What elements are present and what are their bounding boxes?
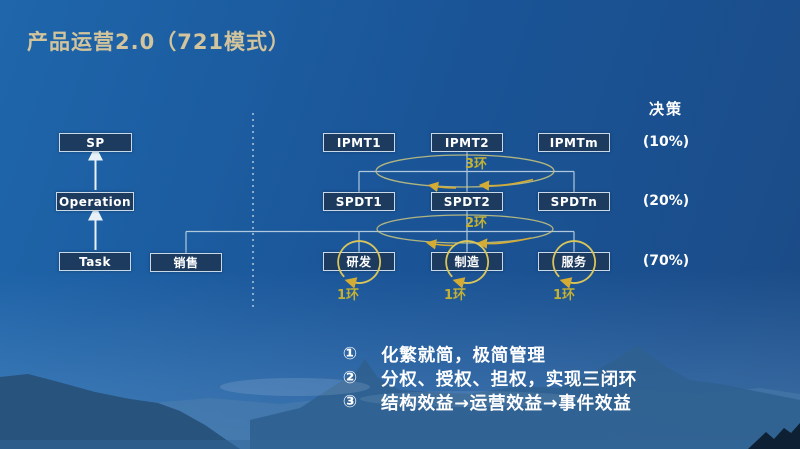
ring1-label-rnd: 1环 xyxy=(336,288,360,303)
loop-arrow-ring3-small xyxy=(427,181,457,192)
fog-streak xyxy=(220,378,370,396)
note-line-1: ① 化繁就简，极简管理 xyxy=(339,342,637,366)
loop-arrow-ring2-small xyxy=(425,239,455,250)
decision-pct-top: (10%) xyxy=(642,134,690,150)
loop-circle-mfg xyxy=(445,240,490,289)
loop-circle-svc xyxy=(552,240,597,289)
mid-mountain-ridge xyxy=(250,346,800,449)
box-operation: Operation xyxy=(56,192,134,211)
dark-corner-peak xyxy=(748,423,800,449)
note-number: ③ xyxy=(342,392,358,412)
box-sp: SP xyxy=(59,133,132,152)
fog-streak xyxy=(360,391,580,407)
note-number: ② xyxy=(342,368,358,388)
note-line-2: ② 分权、授权、担权，实现三闭环 xyxy=(339,366,637,390)
box-sales: 销售 xyxy=(150,253,222,272)
bottom-wash xyxy=(0,440,800,449)
note-text: 分权、授权、担权，实现三闭环 xyxy=(381,369,638,390)
note-text: 化繁就简，极简管理 xyxy=(381,345,546,366)
box-svc: 服务 xyxy=(538,252,610,271)
slide-title: 产品运营2.0（721模式） xyxy=(27,30,291,54)
note-line-3: ③ 结构效益→运营效益→事件效益 xyxy=(339,390,637,414)
note-text: 结构效益→运营效益→事件效益 xyxy=(381,393,632,414)
ring3-label: 3环 xyxy=(464,157,488,172)
loop-ellipse-ring2 xyxy=(376,214,554,244)
box-spdt2: SPDT2 xyxy=(431,192,503,211)
loop-ellipse-ring3 xyxy=(375,154,555,188)
box-ipmt2: IPMT2 xyxy=(431,133,503,152)
ring2-label: 2环 xyxy=(464,216,488,231)
box-mfg: 制造 xyxy=(431,252,503,271)
box-ipmt1: IPMT1 xyxy=(323,133,395,152)
ring1-label-mfg: 1环 xyxy=(443,288,467,303)
box-task: Task xyxy=(59,252,131,271)
loop-circle-rnd xyxy=(337,240,382,289)
box-rnd: 研发 xyxy=(323,252,395,271)
decision-pct-mid: (20%) xyxy=(642,193,690,209)
decision-header: 决策 xyxy=(648,100,683,118)
notes-list: ① 化繁就简，极简管理 ② 分权、授权、担权，实现三闭环 ③ 结构效益→运营效益… xyxy=(339,342,637,414)
loop-arrow-ring2 xyxy=(476,237,532,249)
left-foreground-mountain xyxy=(0,374,240,449)
note-number: ① xyxy=(342,344,358,364)
box-spdtn: SPDTn xyxy=(538,192,610,211)
box-ipmtm: IPMTm xyxy=(538,133,610,152)
loop-arrow-ring3 xyxy=(478,178,534,191)
decision-pct-bottom: (70%) xyxy=(642,253,690,269)
box-spdt1: SPDT1 xyxy=(323,192,395,211)
ring1-label-svc: 1环 xyxy=(552,288,576,303)
